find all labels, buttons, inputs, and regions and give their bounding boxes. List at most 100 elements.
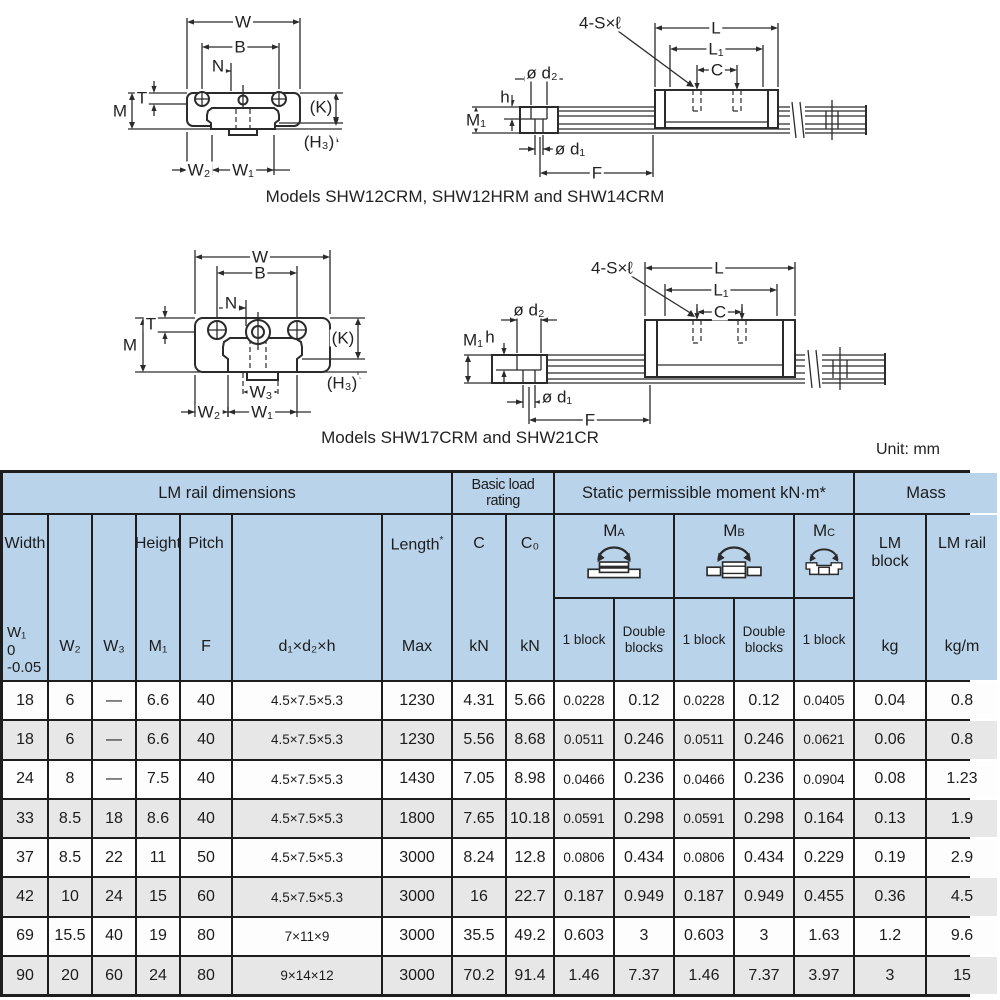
col-header-mb-1block: 1 block: [675, 599, 733, 680]
table-cell: 0.0806: [555, 839, 613, 877]
table-cell: 8.98: [507, 760, 553, 798]
table-cell: 10.18: [507, 799, 553, 838]
table-cell: 0.298: [615, 799, 673, 838]
table-cell: 3000: [383, 839, 451, 877]
col-label-lm-rail: LM rail: [938, 535, 987, 552]
table-cell: 0.434: [615, 839, 673, 877]
table-cell: —: [93, 760, 135, 798]
col-label-d-formula: d₁×d₂×h: [278, 637, 336, 655]
col-header-c: C kN: [453, 515, 505, 680]
table-cell: 35.5: [453, 917, 505, 956]
cross-section-drawing-1: [128, 18, 343, 175]
dim-label-W1: W₁: [249, 402, 275, 422]
diagram-caption-1: Models SHW12CRM, SHW12HRM and SHW14CRM: [265, 187, 665, 206]
dim-label-M1: M₁: [461, 330, 485, 350]
mb-label: MB: [723, 521, 745, 540]
col-label-pitch: Pitch: [188, 535, 224, 552]
table-cell: 11: [137, 839, 179, 877]
col-header-ma-double: Double blocks: [615, 599, 673, 680]
table-cell: 2.9: [927, 839, 997, 877]
table-cell: 24: [3, 760, 47, 798]
dim-label-N: N: [209, 56, 227, 76]
table-cell: 0.187: [675, 878, 733, 916]
dim-label-W: W: [232, 12, 254, 32]
dim-label-d1: ø d₁: [539, 387, 575, 407]
table-cell: 8.24: [453, 839, 505, 877]
table-cell: 18: [3, 682, 47, 720]
table-cell: 7.37: [735, 957, 793, 995]
table-cell: 9.6: [927, 917, 997, 956]
table-cell: 19: [137, 917, 179, 956]
dim-label-F: F: [589, 163, 605, 183]
unit-label: Unit: mm: [876, 441, 940, 458]
dim-label-4sl: 4-S×ℓ: [577, 13, 623, 33]
dim-label-M1: M₁: [464, 110, 488, 130]
dim-label-H3: (H₃): [324, 373, 360, 393]
table-cell: 18: [93, 799, 135, 838]
table-cell: 8.68: [507, 721, 553, 759]
dim-label-B: B: [252, 263, 268, 283]
dim-label-L: L: [709, 18, 723, 38]
col-label-height: Height: [134, 535, 182, 552]
table-cell: 0.36: [855, 878, 925, 916]
table-cell: 4.5×7.5×5.3: [233, 760, 381, 798]
col-header-w2: W₂: [49, 515, 91, 680]
col-header-length: Length* Max: [383, 515, 451, 680]
table-cell: 0.236: [615, 760, 673, 798]
dim-label-T: T: [143, 314, 159, 334]
dim-label-M: M: [110, 101, 130, 121]
table-cell: 0.04: [855, 682, 925, 720]
col-label-kg: kg: [881, 637, 899, 655]
mc-label: MC: [812, 521, 836, 540]
table-cell: 0.246: [615, 721, 673, 759]
table-cell: 0.8: [927, 721, 997, 759]
table-cell: 1.46: [555, 957, 613, 995]
table-cell: 49.2: [507, 917, 553, 956]
table-cell: 7.65: [453, 799, 505, 838]
table-cell: 1430: [383, 760, 451, 798]
table-cell: 22.7: [507, 878, 553, 916]
table-cell: 8.5: [49, 839, 91, 877]
table-cell: 3: [855, 957, 925, 995]
col-header-mc-1block: 1 block: [795, 599, 853, 680]
table-cell: 10: [49, 878, 91, 916]
table-cell: 0.0228: [555, 682, 613, 720]
col-header-mb: MB: [675, 515, 793, 597]
table-cell: 20: [49, 957, 91, 995]
table-cell: 0.0591: [675, 799, 733, 838]
table-cell: 7.37: [615, 957, 673, 995]
table-cell: 0.455: [795, 878, 853, 916]
table-cell: 0.229: [795, 839, 853, 877]
dim-label-d2: ø d₂: [511, 300, 547, 320]
dim-label-W1: W₁: [230, 160, 256, 180]
table-cell: 0.0511: [555, 721, 613, 759]
table-cell: 6.6: [137, 682, 179, 720]
table-cell: 16: [453, 878, 505, 916]
group-header-mass: Mass: [855, 473, 997, 513]
table-cell: 8.6: [137, 799, 179, 838]
dim-label-K: (K): [307, 97, 335, 117]
col-header-mc: MC: [795, 515, 853, 597]
table-cell: 3000: [383, 917, 451, 956]
table-cell: 15: [927, 957, 997, 995]
table-cell: 0.236: [735, 760, 793, 798]
table-cell: 4.5×7.5×5.3: [233, 799, 381, 838]
table-cell: 3000: [383, 878, 451, 916]
table-cell: 8.5: [49, 799, 91, 838]
table-cell: 1.46: [675, 957, 733, 995]
col-header-c0: C₀ kN: [507, 515, 553, 680]
table-cell: 40: [181, 682, 231, 720]
col-label-w2: W₂: [59, 637, 81, 655]
dim-label-h: h: [498, 87, 512, 107]
table-cell: —: [93, 682, 135, 720]
table-cell: 37: [3, 839, 47, 877]
table-cell: 0.0591: [555, 799, 613, 838]
col-label-w3: W₃: [103, 637, 125, 655]
group-header-lm-rail-dimensions: LM rail dimensions: [3, 473, 451, 513]
table-cell: 80: [181, 957, 231, 995]
table-cell: 8: [49, 760, 91, 798]
cross-section-diagram-2: W B N T M (K) (H₃) W₃ W₂ W₁: [115, 240, 380, 435]
table-cell: 6.6: [137, 721, 179, 759]
col-label-width-symbol: W₁ 0 -0.05: [7, 624, 42, 676]
